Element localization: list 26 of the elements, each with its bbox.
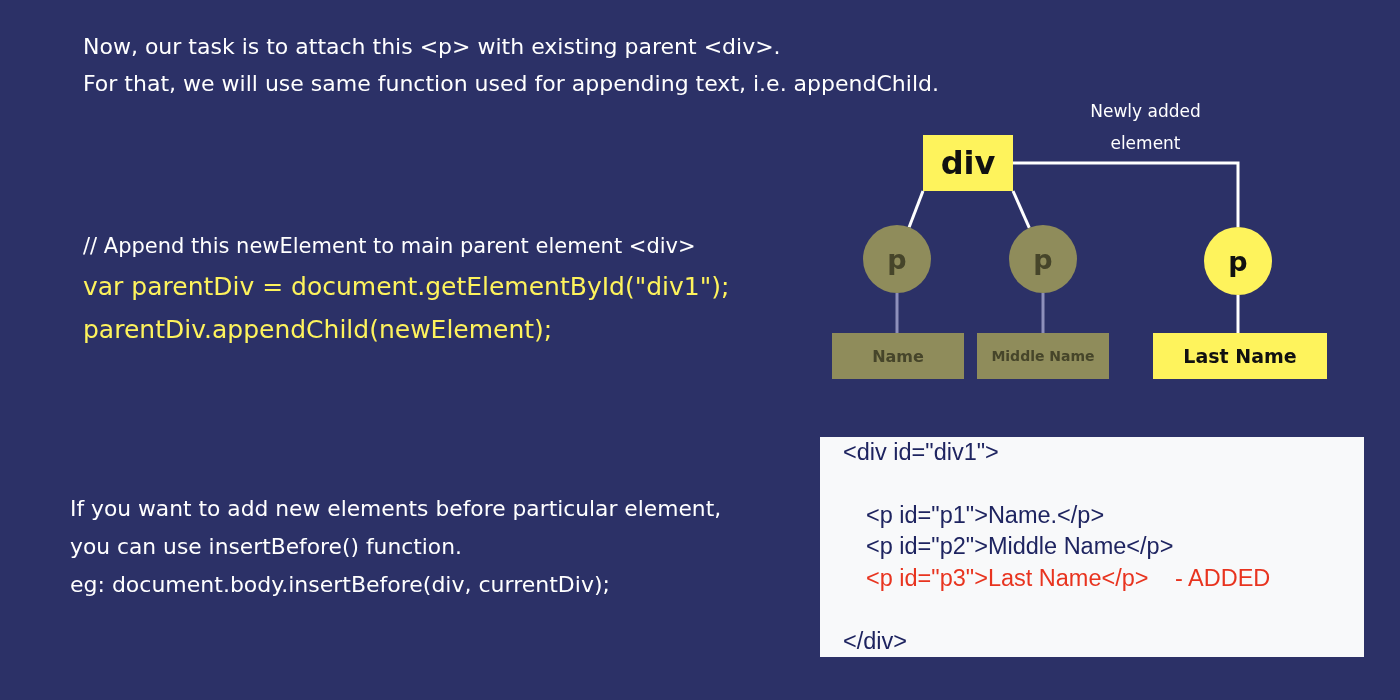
connector-line xyxy=(1236,295,1240,333)
instruction-text: Now, our task is to attach this <p> with existing parent <div>. xyxy=(83,33,781,61)
element-circle: p xyxy=(1009,225,1077,293)
connector-line xyxy=(1011,190,1031,229)
instruction-text: For that, we will use same function used for appending text, i.e. appendChild. xyxy=(83,70,939,98)
code-line: var parentDiv = document.getElementById("div1"); xyxy=(83,271,730,303)
code-example: eg: document.body.insertBefore(div, currentDiv); xyxy=(70,571,610,599)
code-line: <p id="p2">Middle Name</p> xyxy=(866,532,1174,561)
connector-line xyxy=(907,190,925,228)
connector-line xyxy=(1013,161,1240,227)
text-box: Last Name xyxy=(1153,333,1327,379)
text-box: Middle Name xyxy=(977,333,1109,379)
connector-line xyxy=(895,293,899,333)
text-box: Name xyxy=(832,333,964,379)
code-line: <div id="div1"> xyxy=(843,438,999,467)
connector-line xyxy=(1041,293,1045,333)
code-comment: // Append this newElement to main parent element <div> xyxy=(83,233,696,260)
code-note: - ADDED xyxy=(1175,564,1271,593)
note-text: If you want to add new elements before particular element, you can use insertBefore() function. xyxy=(70,495,723,561)
code-line: <p id="p1">Name.</p> xyxy=(866,501,1105,530)
element-circle: p xyxy=(1204,227,1272,295)
element-box: div xyxy=(923,135,1013,191)
code-line: </div> xyxy=(843,627,908,656)
element-circle: p xyxy=(863,225,931,293)
code-line: <p id="p3">Last Name</p> xyxy=(866,564,1149,593)
code-line: parentDiv.appendChild(newElement); xyxy=(83,314,553,346)
